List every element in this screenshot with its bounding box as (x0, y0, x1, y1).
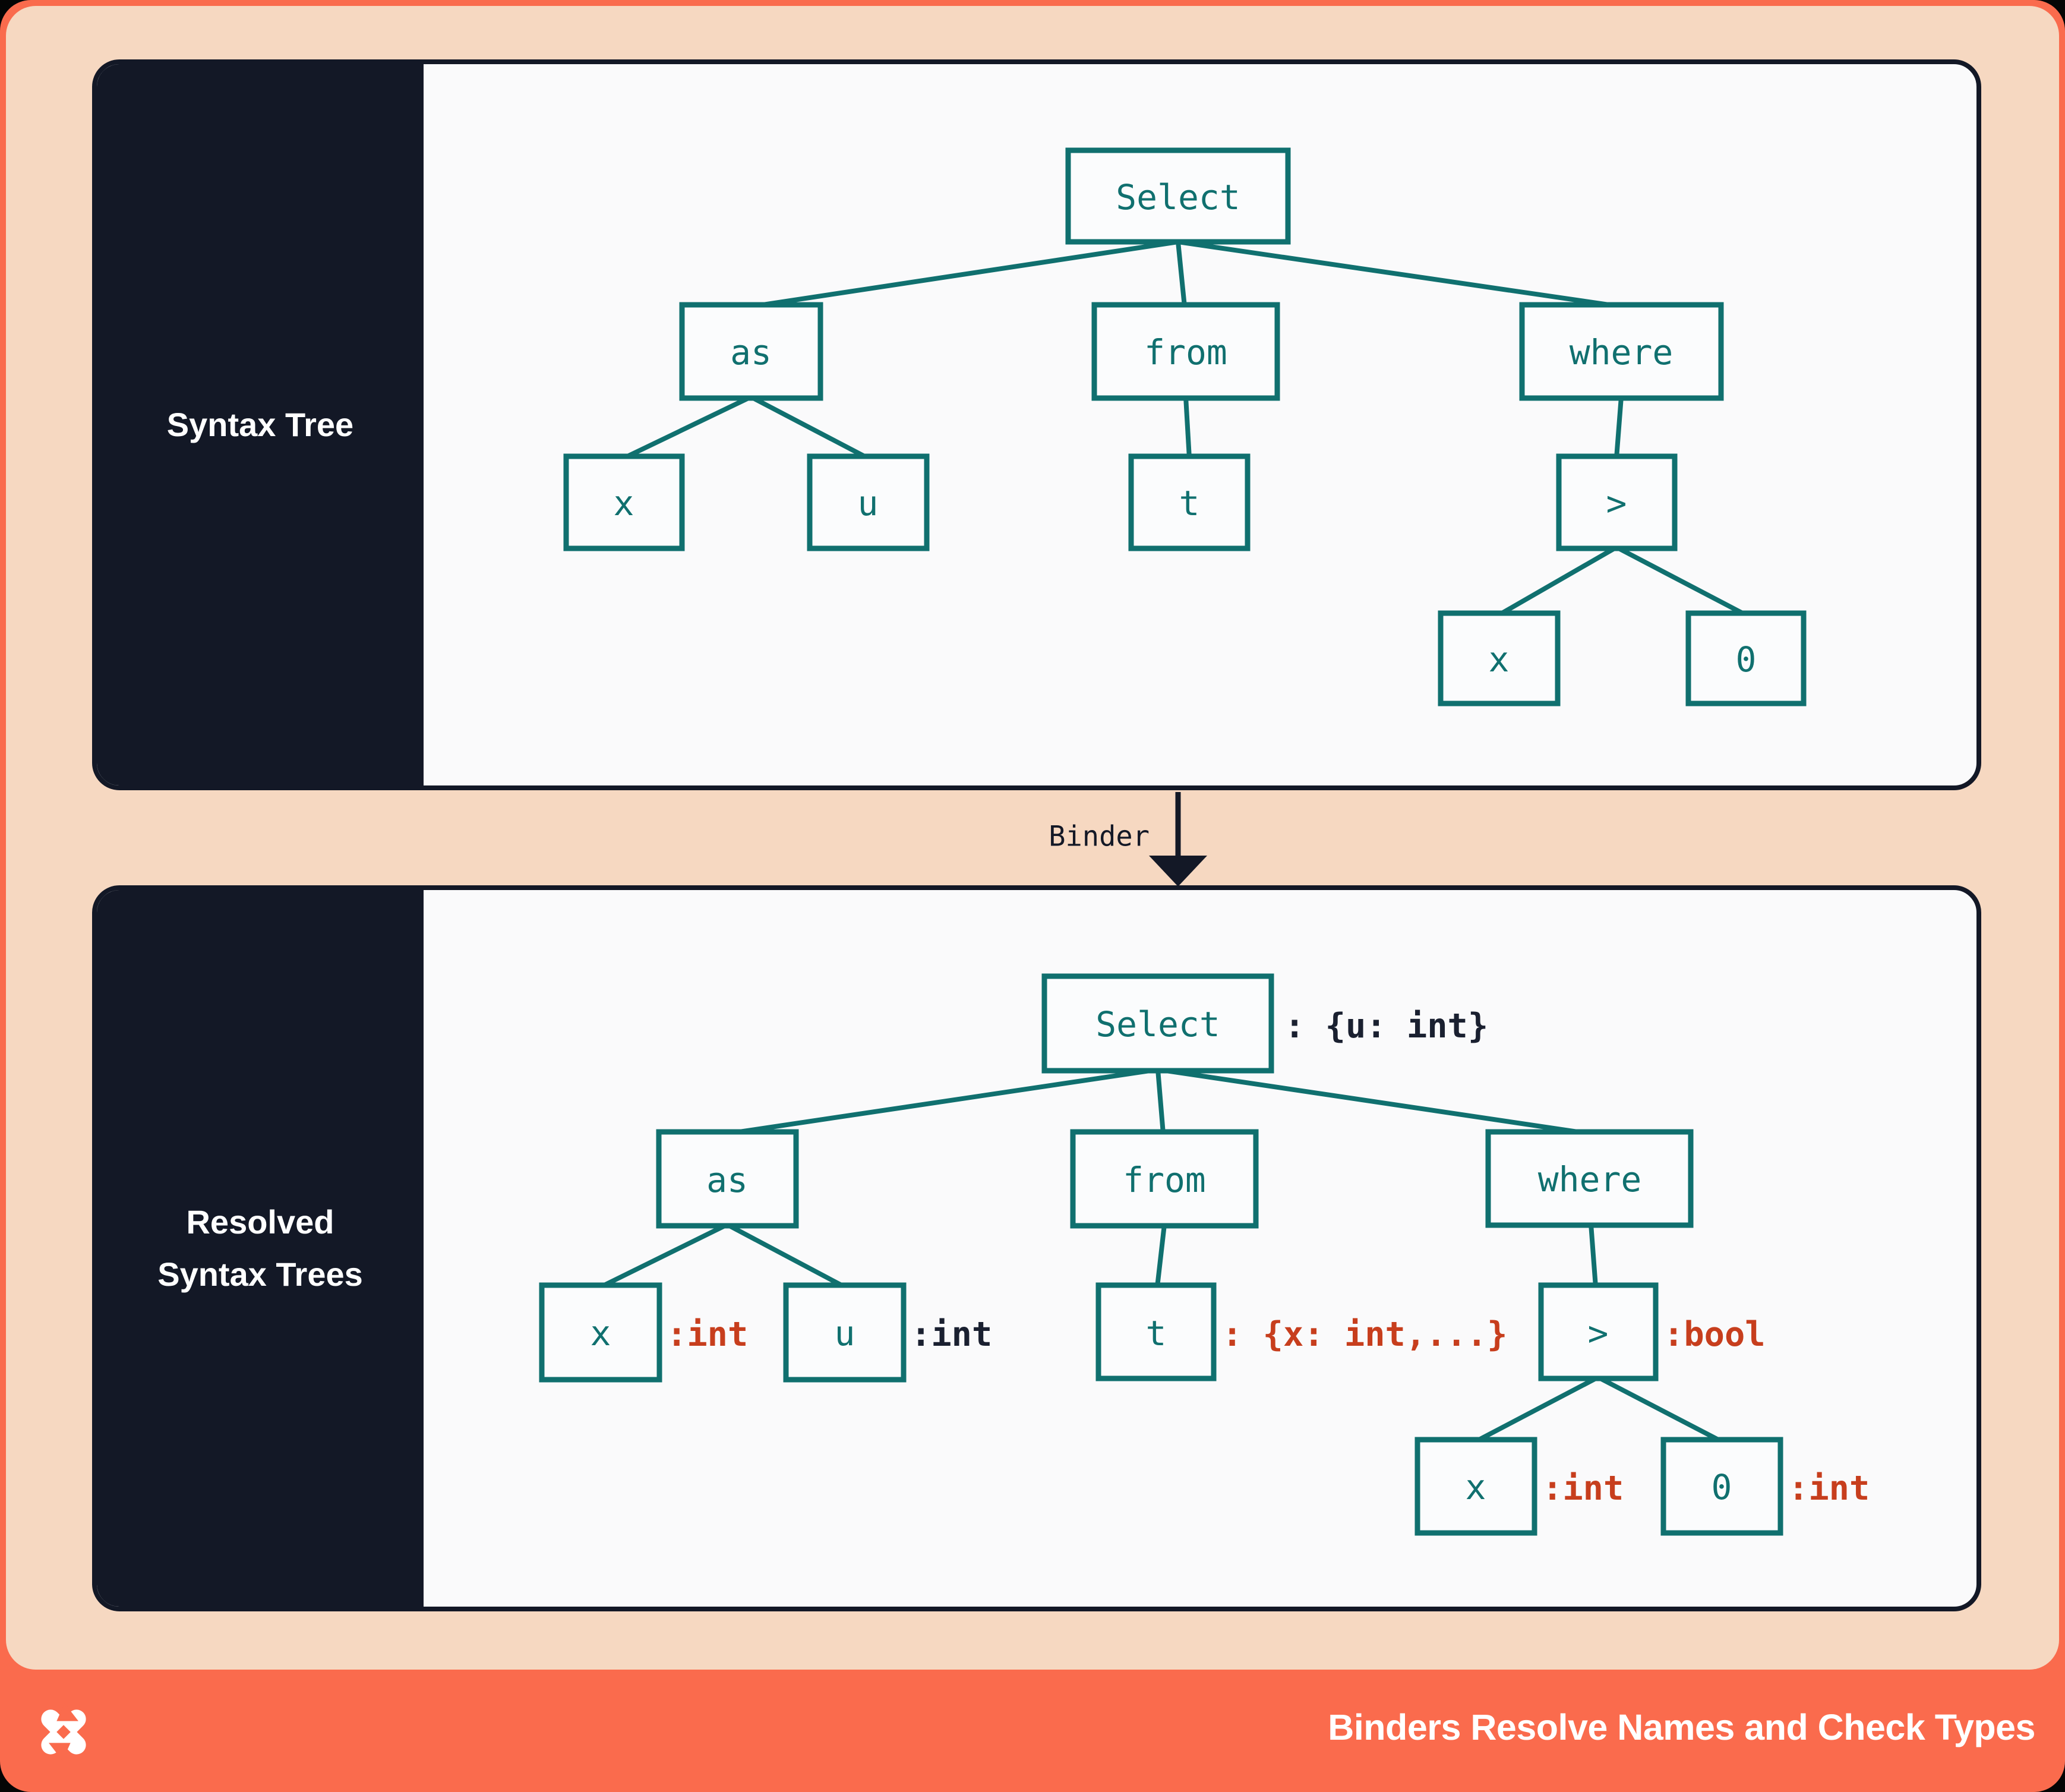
syntax-tree-edges (623, 239, 1747, 617)
node-box-rselect (1041, 973, 1274, 1074)
type-annotation-gt: :bool (1663, 1315, 1766, 1354)
node-label-rx: x (591, 1313, 611, 1354)
node-box-rfrom (1070, 1129, 1259, 1229)
resolved-title-line1: Resolved (186, 1203, 334, 1241)
edge-select-where (1177, 239, 1622, 309)
type-annotation-u: :int (911, 1315, 992, 1354)
node-label-rgt: > (1588, 1313, 1609, 1354)
node-label-rzero: 0 (1712, 1467, 1732, 1507)
node-label-gt: > (1606, 483, 1627, 523)
node-box-ru (783, 1282, 907, 1383)
type-annotation-t: : {x: int,...} (1222, 1315, 1507, 1354)
node-box-as (679, 302, 823, 401)
node-box-t (1128, 453, 1251, 551)
edge-gt-x (1498, 545, 1618, 617)
edge-as-x (623, 395, 752, 460)
edge-as-u (750, 395, 869, 460)
logo-notch-top (56, 1703, 78, 1721)
binder-arrow: Binder (1049, 792, 1207, 886)
edge-rselect-from (1155, 1069, 1166, 1134)
type-annotation-x2: :int (1542, 1469, 1624, 1508)
logo-notch-bottom (49, 1743, 71, 1761)
edge-where-gt (1614, 396, 1624, 459)
node-label-zero: 0 (1736, 639, 1757, 680)
node-label-x: x (614, 483, 634, 523)
type-annotation-zero: :int (1788, 1469, 1870, 1508)
node-label-select: Select (1116, 177, 1240, 217)
binder-arrow-head-icon (1149, 856, 1207, 886)
node-box-zero (1685, 610, 1807, 706)
edge-ras-x (599, 1222, 728, 1289)
node-label-as: as (730, 332, 772, 373)
node-box-gt (1556, 453, 1678, 551)
node-box-u (807, 453, 930, 551)
node-label-rselect: Select (1095, 1004, 1220, 1045)
syntax-tree-panel-title: Syntax Tree (166, 406, 354, 443)
syntax-tree-sidebar: Syntax Tree (97, 64, 424, 785)
node-box-rt (1095, 1282, 1217, 1381)
type-annotation-select: : {u: int} (1284, 1007, 1488, 1046)
node-label-from: from (1144, 332, 1227, 373)
node-label-rfrom: from (1123, 1160, 1206, 1200)
edge-select-from (1176, 241, 1187, 307)
node-box-rwhere (1485, 1129, 1694, 1228)
resolved-title-line2: Syntax Trees (157, 1255, 363, 1293)
node-box-where (1519, 302, 1724, 401)
resolved-tree-edges (599, 1067, 1723, 1444)
edge-rgt-x (1474, 1375, 1599, 1444)
node-box-rx (539, 1282, 662, 1383)
edge-ras-u (726, 1222, 846, 1289)
edge-rselect-as (727, 1067, 1158, 1136)
edge-rgt-zero (1597, 1375, 1723, 1444)
node-box-ras (656, 1129, 799, 1229)
edge-select-as (750, 239, 1179, 309)
node-box-rx2 (1414, 1437, 1537, 1536)
edge-rselect-where (1157, 1067, 1590, 1136)
dioxus-star-logo-icon (41, 1703, 86, 1761)
edge-gt-zero (1615, 545, 1747, 617)
node-label-rwhere: where (1538, 1159, 1642, 1200)
edge-rwhere-gt (1589, 1223, 1598, 1288)
syntax-tree-panel: Syntax Tree (92, 59, 1981, 790)
edge-rfrom-t (1155, 1224, 1167, 1288)
node-label-rt: t (1146, 1313, 1167, 1354)
node-box-rgt (1538, 1282, 1659, 1381)
node-box-x2 (1438, 610, 1561, 706)
syntax-tree-nodes: Select as from where x u t > x 0 (563, 147, 1807, 706)
resolved-tree-sidebar: Resolved Syntax Trees (97, 890, 424, 1607)
node-label-ru: u (835, 1313, 855, 1354)
edge-from-t (1183, 396, 1192, 459)
node-label-ras: as (706, 1160, 748, 1200)
footer-title: Binders Resolve Names and Check Types (1328, 1707, 2035, 1747)
node-box-x (563, 453, 685, 551)
binder-label: Binder (1049, 821, 1150, 853)
type-annotation-x: :int (667, 1315, 748, 1354)
node-label-where: where (1570, 332, 1674, 373)
node-label-t: t (1179, 483, 1200, 523)
node-box-select (1065, 147, 1291, 245)
resolved-tree-nodes: Select : {u: int} as from where x :int u… (539, 973, 1870, 1536)
resolved-tree-panel-title: Resolved Syntax Trees (157, 1196, 363, 1301)
node-label-u: u (858, 483, 879, 523)
node-box-from (1091, 302, 1280, 401)
node-box-rzero (1660, 1437, 1783, 1536)
node-label-x2: x (1489, 639, 1510, 680)
node-label-rx2: x (1466, 1467, 1486, 1507)
